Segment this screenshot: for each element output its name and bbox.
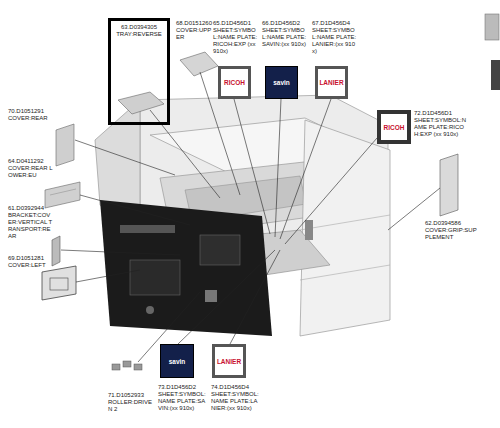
- nameplate-icon: savin: [265, 66, 298, 99]
- nameplate-icon: LANIER: [315, 66, 348, 99]
- part-number: 62.D0394586: [425, 220, 477, 227]
- part-number: 66.D1D456D2: [262, 20, 308, 27]
- part-number: 65.D1D456D1: [213, 20, 259, 27]
- part-name: COVER:LEFT: [8, 262, 53, 269]
- part-number: 72.D1D456D1: [414, 110, 466, 117]
- nameplate-icon: LANIER: [212, 344, 246, 378]
- part-label: TRAY:REVERSE: [113, 31, 165, 38]
- part-callout: 65.D1D456D1SHEET:SYMBOL:NAME PLATE:RICOH…: [213, 20, 259, 54]
- part-callout: 69.D1051281COVER:LEFT: [8, 255, 53, 269]
- part-number: 73.D1D456D2: [158, 384, 206, 391]
- part-label: 63.D0394305: [113, 24, 165, 31]
- part-name: SHEET:SYMBOL:NAME PLATE:RICOH:EXP (xx 91…: [213, 27, 259, 55]
- part-box: 63.D0394305TRAY:REVERSE: [108, 18, 170, 125]
- part-name: SHEET:SYMBOL:NAME PLATE:LANIER:(xx 910x): [211, 391, 261, 412]
- part-number: 69.D1051281: [8, 255, 53, 262]
- logo-text: LANIER: [217, 358, 241, 365]
- part-number: 71.D1052933: [108, 392, 154, 399]
- part-number: 64.D0411292: [8, 158, 53, 165]
- part-name: COVER:GRIP:SUPPLEMENT: [425, 227, 477, 241]
- part-name: SHEET:SYMBOL:NAME PLATE:SAVIN:(xx 910x): [158, 391, 206, 412]
- part-name: SHEET:SYMBOL:NAME PLATE:LANIER:(xx 910x): [312, 27, 358, 55]
- nameplate-icon: RICOH: [218, 66, 251, 99]
- part-number: 67.D1D456D4: [312, 20, 358, 27]
- part-number: 70.D1051291: [8, 108, 53, 115]
- part-callout: 61.D0392944BRACKET:COVER:VERTICAL TRANSP…: [8, 205, 53, 239]
- part-number: 74.D1D456D4: [211, 384, 261, 391]
- part-name: BRACKET:COVER:VERTICAL TRANSPORT:REAR: [8, 212, 53, 240]
- part-name: COVER:UPPER: [176, 27, 214, 41]
- logo-text: RICOH: [384, 124, 405, 131]
- logo-text: savin: [273, 79, 290, 86]
- logo-text: savin: [169, 358, 186, 365]
- part-callout: 64.D0411292COVER:REAR LOWER:EU: [8, 158, 53, 179]
- part-callout: 73.D1D456D2SHEET:SYMBOL:NAME PLATE:SAVIN…: [158, 384, 206, 412]
- part-callout: 71.D1052933ROLLER:DRIVEN 2: [108, 392, 154, 413]
- nameplate-icon: RICOH: [377, 110, 411, 144]
- part-name: ROLLER:DRIVEN 2: [108, 399, 154, 413]
- part-callout: 68.D0151260COVER:UPPER: [176, 20, 214, 41]
- part-name: COVER:REAR LOWER:EU: [8, 165, 53, 179]
- part-number: 68.D0151260: [176, 20, 214, 27]
- nameplate-icon: savin: [160, 344, 194, 378]
- part-callout: 66.D1D456D2SHEET:SYMBOL:NAME PLATE:SAVIN…: [262, 20, 308, 48]
- part-number: 61.D0392944: [8, 205, 53, 212]
- logo-text: RICOH: [224, 79, 245, 86]
- part-callout: 70.D1051291COVER:REAR: [8, 108, 53, 122]
- part-name: COVER:REAR: [8, 115, 53, 122]
- part-callout: 67.D1D456D4SHEET:SYMBOL:NAME PLATE:LANIE…: [312, 20, 358, 54]
- part-name: SHEET:SYMBOL:NAME PLATE:RICOH:EXP (xx 91…: [414, 117, 466, 138]
- part-callout: 72.D1D456D1SHEET:SYMBOL:NAME PLATE:RICOH…: [414, 110, 466, 138]
- part-callout: 62.D0394586COVER:GRIP:SUPPLEMENT: [425, 220, 477, 241]
- logo-text: LANIER: [319, 79, 343, 86]
- part-callout: 74.D1D456D4SHEET:SYMBOL:NAME PLATE:LANIE…: [211, 384, 261, 412]
- part-name: SHEET:SYMBOL:NAME PLATE:SAVIN:(xx 910x): [262, 27, 308, 48]
